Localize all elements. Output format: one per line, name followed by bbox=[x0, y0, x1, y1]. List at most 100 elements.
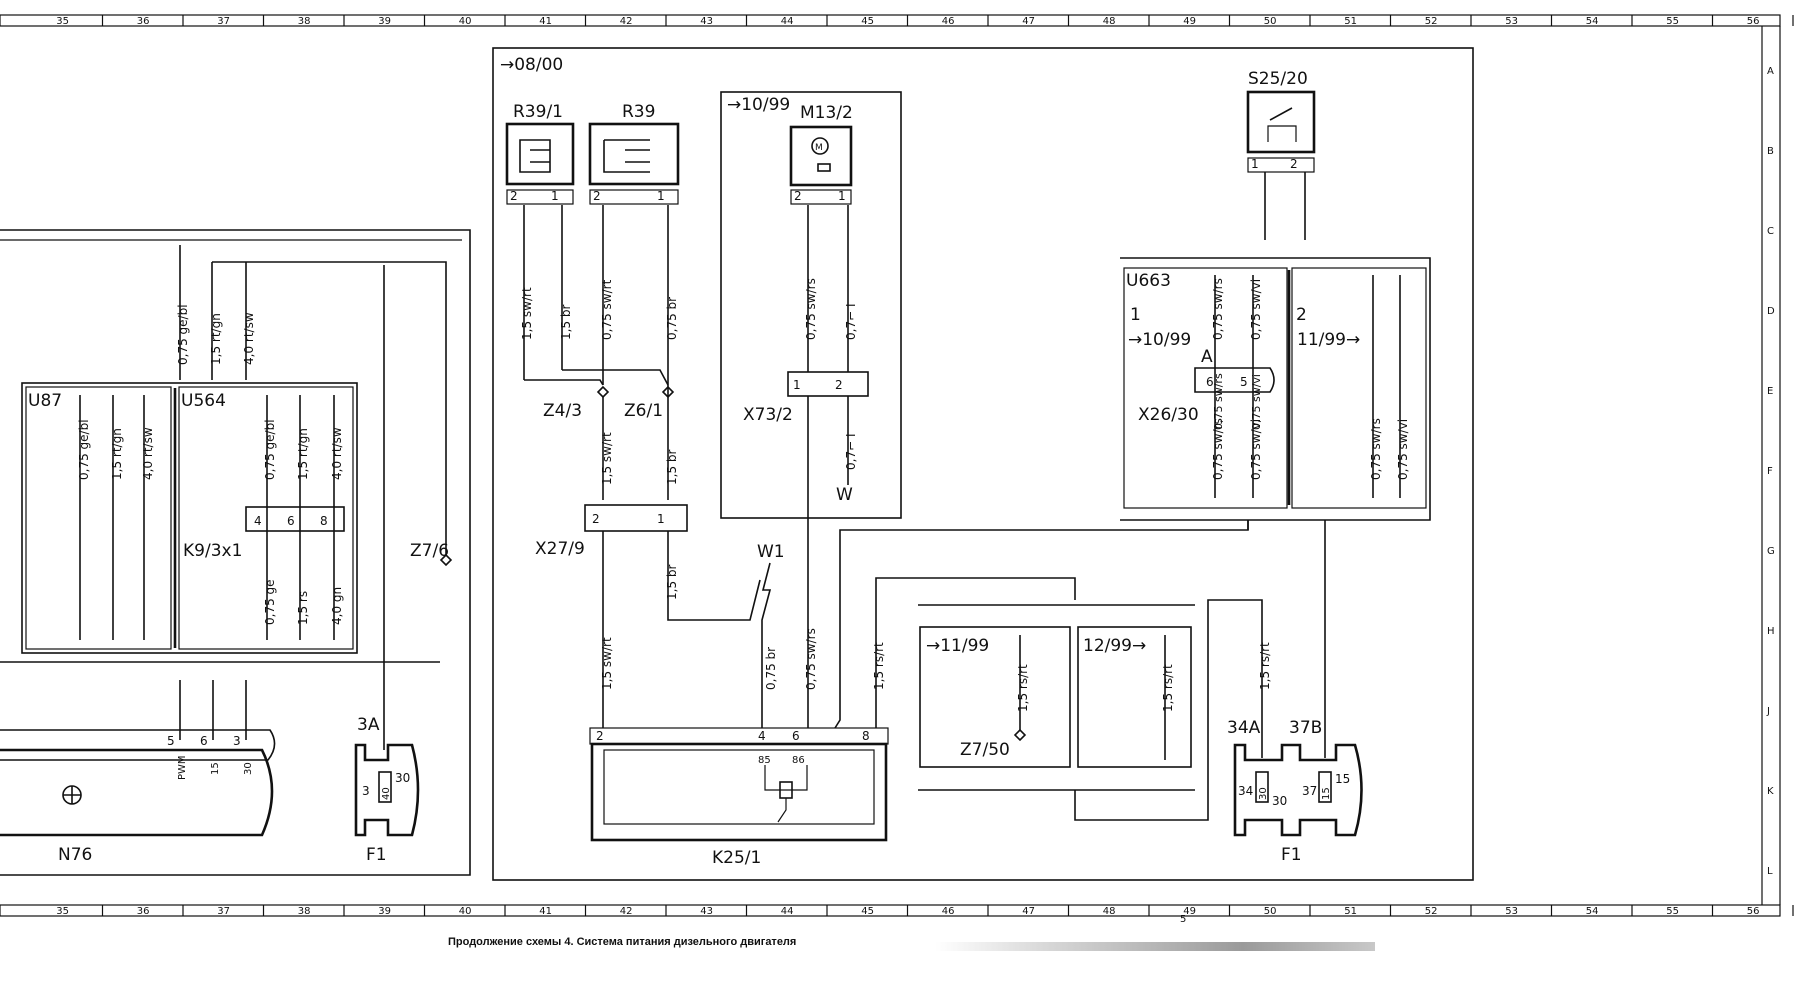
grid-col-label: 52 bbox=[1425, 906, 1438, 917]
wire-u663-8: 0,75 sw/vi bbox=[1396, 419, 1410, 480]
m13-2-label: M13/2 bbox=[800, 103, 853, 123]
u663-sec1: 1 bbox=[1130, 305, 1141, 325]
n76-30: 30 bbox=[243, 762, 254, 775]
grid-col-label: 49 bbox=[1183, 906, 1196, 917]
wire-k25-4: 0,75 br bbox=[764, 647, 778, 690]
grid-col-label: 36 bbox=[137, 16, 150, 27]
wire-k9-2: 1,5 rs bbox=[296, 591, 310, 625]
f1r-pin34: 34 bbox=[1238, 784, 1253, 798]
m13-version: →10/99 bbox=[727, 95, 790, 115]
z4-3-label: Z4/3 bbox=[543, 401, 582, 421]
wire-u564-1: 0,75 ge/bl bbox=[263, 419, 277, 480]
wire-m13-b: 0,7⌐ I bbox=[844, 304, 858, 341]
wire-top1: 0,75 ge/bl bbox=[176, 304, 190, 365]
grid-col-label: 37 bbox=[217, 906, 230, 917]
r39-1-pin2: 2 bbox=[510, 189, 518, 203]
x27-9-label: X27/9 bbox=[535, 539, 585, 559]
grid-col-label: 51 bbox=[1344, 906, 1357, 917]
grid-row-label: K bbox=[1767, 786, 1774, 797]
grid-col-label: 43 bbox=[700, 906, 713, 917]
z6-1-label: Z6/1 bbox=[624, 401, 663, 421]
n76-pin3: 3 bbox=[233, 734, 241, 748]
z7-6-label: Z7/6 bbox=[410, 541, 449, 561]
f1-left-label: F1 bbox=[366, 845, 387, 865]
k9-pin8: 8 bbox=[320, 514, 328, 528]
r39-pin2: 2 bbox=[593, 189, 601, 203]
wire-x27-b: 1,5 br bbox=[665, 449, 679, 485]
grid-col-label: 39 bbox=[378, 906, 391, 917]
grid-col-label: 39 bbox=[378, 16, 391, 27]
grid-col-label: 45 bbox=[861, 906, 874, 917]
grid-col-label: 42 bbox=[620, 16, 633, 27]
u87-label: U87 bbox=[28, 391, 62, 411]
grid-col-label: 53 bbox=[1505, 906, 1518, 917]
w1-label: W1 bbox=[757, 542, 785, 562]
wire-u663-2: 0,75 sw/vi bbox=[1249, 279, 1263, 340]
f1l-40: 40 bbox=[381, 787, 392, 800]
k25-pin8: 8 bbox=[862, 729, 870, 743]
u663-label: U663 bbox=[1126, 271, 1171, 291]
f1r-pin30b: 30 bbox=[1272, 794, 1287, 808]
grid-row-label: H bbox=[1767, 626, 1775, 637]
w-label: W bbox=[836, 485, 853, 505]
grid-col-label: 42 bbox=[620, 906, 633, 917]
x26-pin5: 5 bbox=[1240, 375, 1248, 389]
wire-r391-b: 1,5 br bbox=[559, 304, 573, 340]
main-version: →08/00 bbox=[500, 55, 563, 75]
z750-version-2: 12/99→ bbox=[1083, 636, 1146, 656]
k25-1-label: K25/1 bbox=[712, 848, 761, 868]
z750-version-1: →11/99 bbox=[926, 636, 989, 656]
u663-version-2: 11/99→ bbox=[1297, 330, 1360, 350]
grid-row-label: C bbox=[1767, 226, 1774, 237]
z7-50-label: Z7/50 bbox=[960, 740, 1010, 760]
f1r-pin15b: 15 bbox=[1335, 772, 1350, 786]
stray-mark: 5 bbox=[1180, 914, 1186, 925]
r39-1-pin1: 1 bbox=[551, 189, 559, 203]
k9-pin4: 4 bbox=[254, 514, 262, 528]
wire-top3: 4,0 rt/sw bbox=[242, 312, 256, 365]
grid-row-label: A bbox=[1767, 66, 1774, 77]
grid-col-label: 43 bbox=[700, 16, 713, 27]
grid-col-label: 44 bbox=[781, 906, 794, 917]
x73-pin1: 1 bbox=[793, 378, 801, 392]
grid-col-label: 50 bbox=[1264, 906, 1277, 917]
wire-x73-b: 0,7⌐ I bbox=[844, 434, 858, 471]
grid-col-label: 52 bbox=[1425, 16, 1438, 27]
s25-20-label: S25/20 bbox=[1248, 69, 1308, 89]
m13-pin1: 1 bbox=[838, 189, 846, 203]
grid-col-label: 51 bbox=[1344, 16, 1357, 27]
x26-30-label: X26/30 bbox=[1138, 405, 1199, 425]
grid-row-label: J bbox=[1766, 706, 1770, 717]
grid-col-label: 54 bbox=[1586, 906, 1599, 917]
grid-col-label: 53 bbox=[1505, 16, 1518, 27]
k9-3x1-label: K9/3x1 bbox=[183, 541, 242, 561]
grid-col-label: 44 bbox=[781, 16, 794, 27]
grid-row-label: D bbox=[1767, 306, 1775, 317]
grid-col-label: 36 bbox=[137, 906, 150, 917]
k9-pin6: 6 bbox=[287, 514, 295, 528]
fuse-37b-label: 37B bbox=[1289, 718, 1322, 738]
wire-u663-6: 0,75 sw/vi bbox=[1250, 374, 1263, 430]
grid-col-label: 38 bbox=[298, 16, 311, 27]
x26-pin6: 6 bbox=[1206, 375, 1214, 389]
wire-u87-1: 0,75 ge/bl bbox=[77, 419, 91, 480]
grid-row-label: E bbox=[1767, 386, 1773, 397]
grid-col-label: 54 bbox=[1586, 16, 1599, 27]
grid-col-label: 46 bbox=[942, 16, 955, 27]
n76-pwm: PWM bbox=[177, 755, 188, 780]
fuse-34a-label: 34A bbox=[1227, 718, 1261, 738]
wire-m13-a: 0,75 sw/rs bbox=[804, 278, 818, 340]
grid-col-label: 40 bbox=[459, 16, 472, 27]
grid-col-label: 55 bbox=[1666, 906, 1679, 917]
k25-85: 85 bbox=[758, 755, 771, 766]
k25-pin4: 4 bbox=[758, 729, 766, 743]
x27-pin1: 1 bbox=[657, 512, 665, 526]
grid-col-label: 48 bbox=[1103, 906, 1116, 917]
u663-version-1: →10/99 bbox=[1128, 330, 1191, 350]
u663-sec2: 2 bbox=[1296, 305, 1307, 325]
wire-x27-a: 1,5 sw/rt bbox=[600, 432, 614, 485]
grid-col-label: 41 bbox=[539, 16, 552, 27]
wire-z750-1: 1,5 rs/rt bbox=[1016, 664, 1030, 712]
grid-col-label: 41 bbox=[539, 906, 552, 917]
